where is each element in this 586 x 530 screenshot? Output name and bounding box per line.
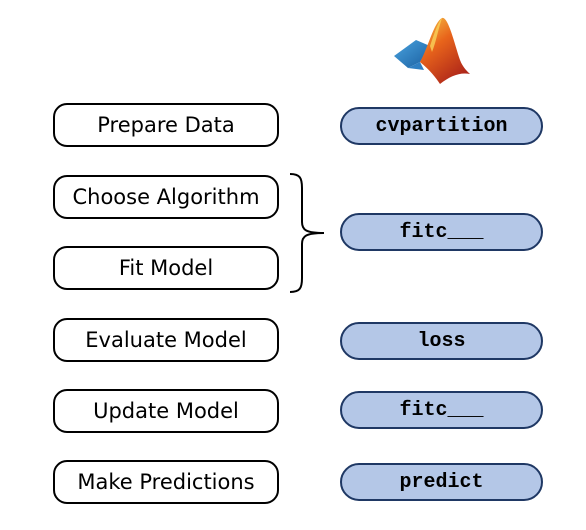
curly-brace-icon: [289, 173, 325, 293]
function-label: fitc___: [399, 220, 484, 244]
function-fitc-train: fitc___: [340, 213, 543, 251]
step-label: Update Model: [93, 399, 239, 423]
step-prepare-data: Prepare Data: [53, 103, 279, 147]
step-update-model: Update Model: [53, 389, 279, 433]
step-make-predictions: Make Predictions: [53, 460, 279, 504]
step-fit-model: Fit Model: [53, 246, 279, 290]
step-evaluate-model: Evaluate Model: [53, 318, 279, 362]
step-label: Evaluate Model: [85, 328, 247, 352]
step-label: Choose Algorithm: [72, 185, 260, 209]
function-label: fitc___: [399, 398, 484, 422]
step-choose-algorithm: Choose Algorithm: [53, 175, 279, 219]
function-fitc-update: fitc___: [340, 391, 543, 429]
function-loss: loss: [340, 322, 543, 360]
step-label: Prepare Data: [97, 113, 235, 137]
function-label: predict: [399, 470, 484, 494]
function-cvpartition: cvpartition: [340, 107, 543, 145]
matlab-logo-icon: [394, 17, 470, 84]
function-label: loss: [417, 329, 466, 353]
step-label: Fit Model: [118, 256, 214, 280]
function-predict: predict: [340, 463, 543, 501]
step-label: Make Predictions: [77, 470, 255, 494]
function-label: cvpartition: [375, 114, 508, 138]
